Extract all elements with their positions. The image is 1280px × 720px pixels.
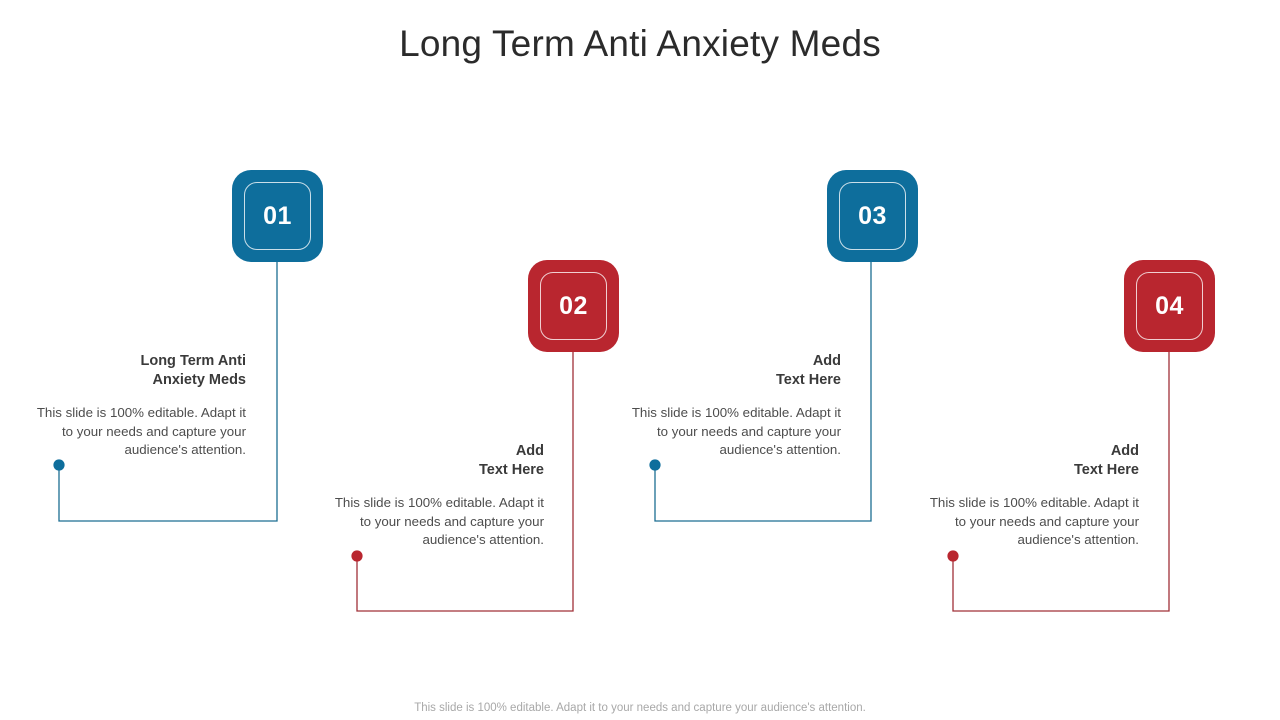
step-heading-03: Add Text Here xyxy=(775,353,841,388)
step-number-02: 02 xyxy=(559,291,588,320)
step-number-01: 01 xyxy=(263,201,292,230)
step-body-03: This slide is 100% editable. Adapt it to… xyxy=(631,405,841,457)
connector-dot-02 xyxy=(351,550,363,562)
step-badge-03[interactable]: 03 xyxy=(827,170,918,262)
step-number-04: 04 xyxy=(1155,291,1184,320)
badge-inner-outline-03 xyxy=(839,182,906,250)
connector-lines xyxy=(53,262,1170,612)
step-heading-04: Add Text Here xyxy=(1073,443,1139,478)
badge-inner-outline-04 xyxy=(1136,272,1203,340)
step-heading-01: Long Term Anti Anxiety Meds xyxy=(140,353,246,388)
step-badge-01[interactable]: 01 xyxy=(232,170,323,262)
badge-inner-outline-02 xyxy=(540,272,607,340)
step-body-02: This slide is 100% editable. Adapt it to… xyxy=(334,495,544,547)
step-heading-02: Add Text Here xyxy=(478,443,544,478)
badge-inner-outline-01 xyxy=(244,182,311,250)
step-body-04: This slide is 100% editable. Adapt it to… xyxy=(929,495,1139,547)
step-badge-04[interactable]: 04 xyxy=(1124,260,1215,352)
page-title: Long Term Anti Anxiety Meds xyxy=(399,23,881,64)
footer-note: This slide is 100% editable. Adapt it to… xyxy=(414,702,866,714)
connector-dot-03 xyxy=(649,459,661,471)
connector-dot-04 xyxy=(947,550,959,562)
step-badge-02[interactable]: 02 xyxy=(528,260,619,352)
step-body-01: This slide is 100% editable. Adapt it to… xyxy=(36,405,246,457)
step-number-03: 03 xyxy=(858,201,887,230)
connector-dot-01 xyxy=(53,459,65,471)
